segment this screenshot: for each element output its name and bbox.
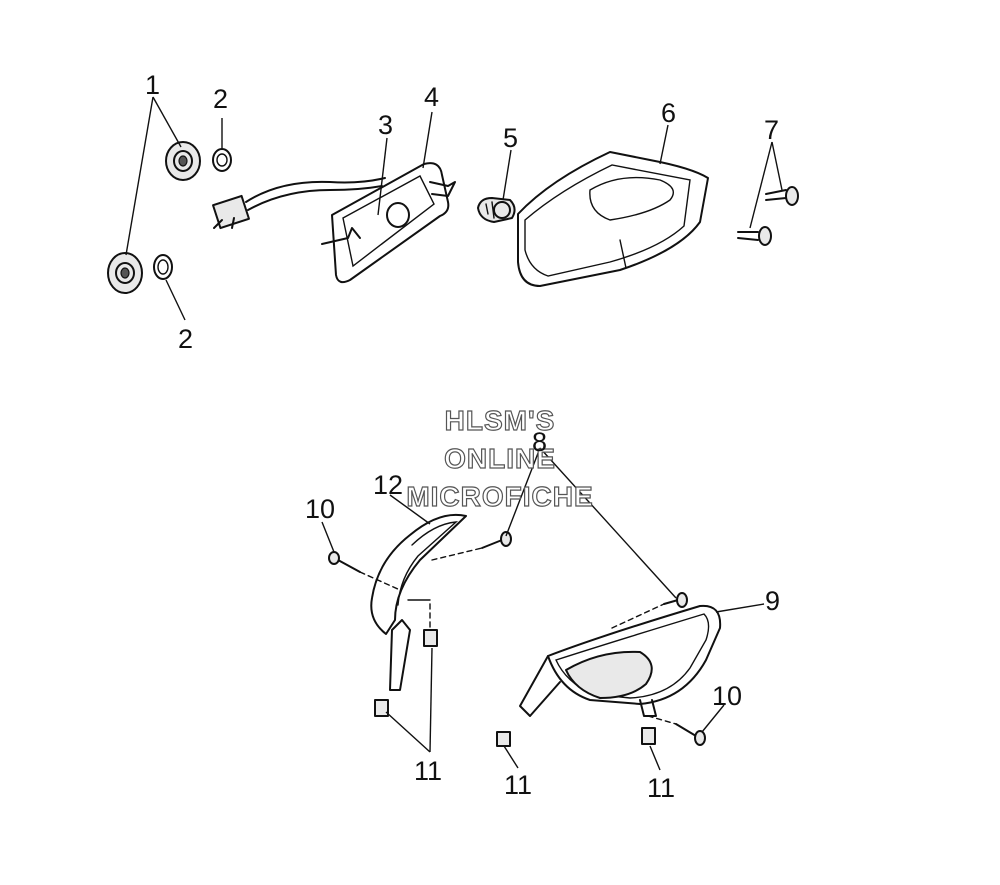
grommet-upper (165, 141, 201, 181)
screw-lower (737, 226, 772, 246)
callout-11-middle: 11 (504, 770, 532, 800)
bulb (477, 197, 516, 223)
clip-a (374, 699, 389, 717)
washer-lower (153, 254, 173, 280)
callout-10-left: 10 (305, 494, 335, 524)
screw-10-left (328, 551, 361, 573)
clip-b (423, 629, 438, 647)
callout-5: 5 (503, 123, 518, 153)
screw-8-right (663, 592, 688, 608)
callout-2-lower: 2 (178, 324, 193, 354)
callouts: 1 2 2 3 4 5 6 7 8 9 10 10 11 11 11 12 (145, 70, 780, 803)
screw-8-left (481, 531, 512, 549)
side-lens-left (370, 513, 467, 691)
tail-lens (517, 151, 709, 287)
callout-11-left: 11 (414, 756, 442, 786)
clip-d (641, 727, 656, 745)
callout-10-right: 10 (712, 681, 742, 711)
side-lens-right (519, 604, 722, 717)
screw-10-right (675, 723, 706, 746)
watermark-line-2: ONLINE (444, 443, 556, 474)
callout-4: 4 (424, 82, 439, 112)
watermark-line-1: HLSM'S (445, 405, 556, 436)
socket-plate (321, 162, 456, 284)
leader-lines-top (125, 96, 783, 321)
callout-8: 8 (532, 427, 547, 457)
screw-upper (765, 186, 799, 206)
callout-2-upper: 2 (213, 84, 228, 114)
watermark: HLSM'S ONLINE MICROFICHE (406, 404, 594, 512)
callout-1: 1 (145, 70, 160, 100)
callout-9: 9 (765, 586, 780, 616)
callout-11-right: 11 (647, 773, 675, 803)
wiring-harness (212, 177, 386, 230)
grommet-lower (107, 252, 143, 294)
clip-c (496, 731, 511, 747)
callout-12: 12 (373, 470, 403, 500)
leader-lines-bottom (321, 447, 765, 771)
callout-7: 7 (764, 115, 779, 145)
assembly-lines (359, 547, 677, 725)
callout-6: 6 (661, 98, 676, 128)
watermark-line-3: MICROFICHE (406, 481, 593, 512)
callout-3: 3 (378, 110, 393, 140)
washer-upper (212, 148, 232, 172)
